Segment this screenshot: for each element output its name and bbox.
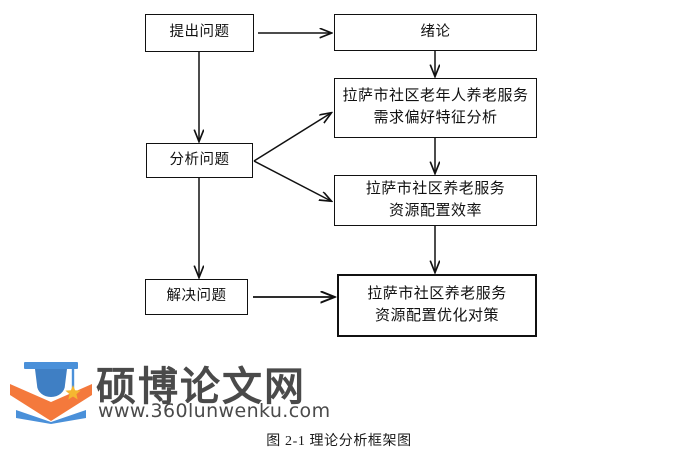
arrow-analyze-to-demand (253, 113, 331, 162)
watermark-url: www.360lunwenku.com (98, 400, 331, 422)
node-optimization-strategy: 拉萨市社区养老服务 资源配置优化对策 (337, 274, 537, 337)
node-demand-preference: 拉萨市社区老年人养老服务 需求偏好特征分析 (334, 78, 537, 138)
node-introduction-label: 绪论 (420, 23, 451, 40)
figure-caption: 图 2-1 理论分析框架图 (266, 434, 412, 449)
watermark-brand-name: 硕博论文网 (96, 364, 306, 410)
arrow-analyze-to-efficiency (253, 160, 331, 201)
watermark: 硕博论文网 www.360lunwenku.com (8, 352, 338, 428)
node-analyze-question: 分析问题 (146, 143, 253, 178)
node-optimization-strategy-label: 拉萨市社区养老服务 资源配置优化对策 (367, 285, 507, 324)
node-raise-question: 提出问题 (145, 14, 254, 52)
node-solve-question-label: 解决问题 (166, 288, 227, 305)
node-resource-efficiency: 拉萨市社区养老服务 资源配置效率 (334, 175, 537, 226)
node-introduction: 绪论 (334, 14, 537, 51)
node-resource-efficiency-label: 拉萨市社区养老服务 资源配置效率 (365, 180, 506, 219)
graduation-cap-book-logo-icon (10, 362, 92, 424)
node-demand-preference-label: 拉萨市社区老年人养老服务 需求偏好特征分析 (342, 88, 529, 126)
node-raise-question-label: 提出问题 (169, 24, 230, 41)
node-analyze-question-label: 分析问题 (169, 151, 230, 168)
node-solve-question: 解决问题 (145, 279, 248, 315)
